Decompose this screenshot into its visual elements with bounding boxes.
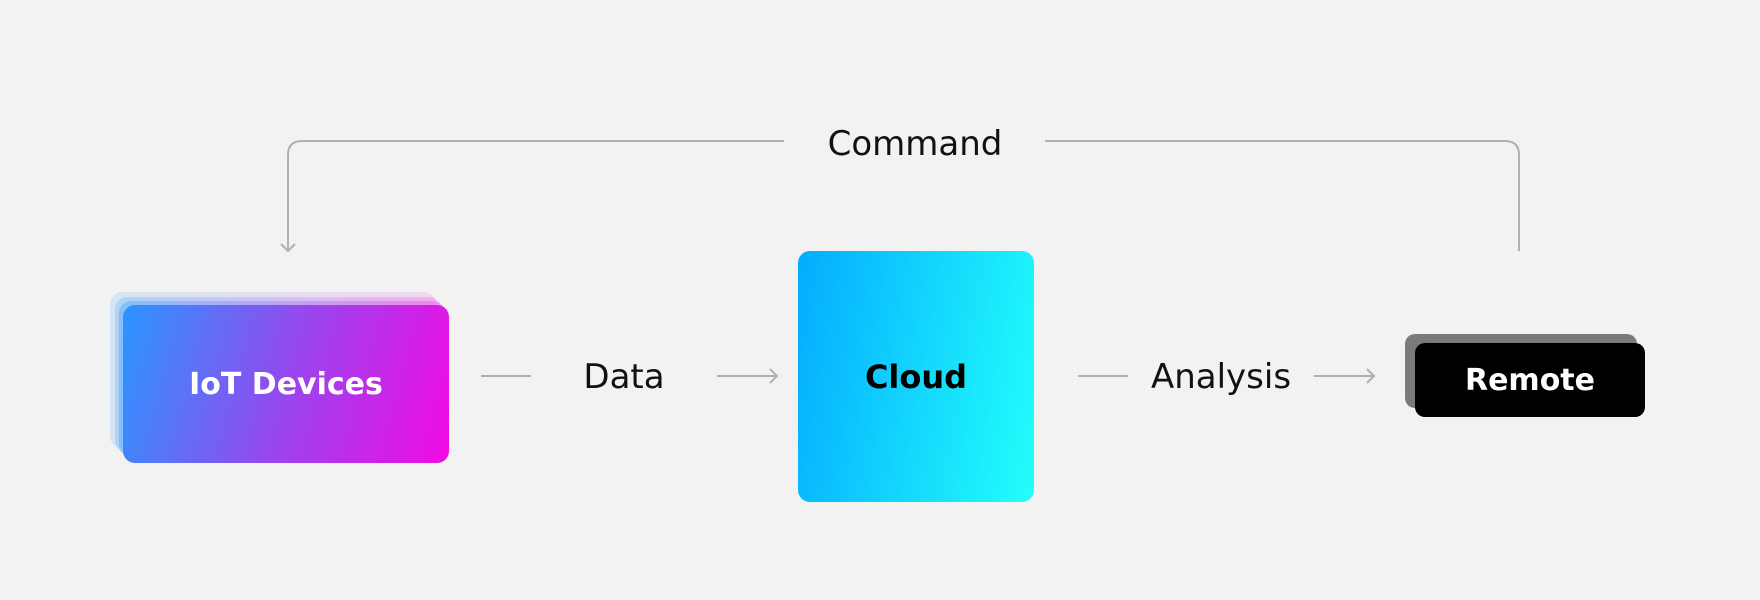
remote-node: Remote [1415, 343, 1645, 417]
analysis-label: Analysis [1144, 357, 1298, 397]
remote-label: Remote [1464, 362, 1595, 398]
cloud-label: Cloud [864, 357, 968, 396]
analysis-arrowhead [1366, 368, 1376, 384]
data-arrowhead [769, 368, 779, 384]
command-arrowhead [280, 243, 296, 253]
data-label: Data [577, 357, 671, 397]
command-label: Command [821, 124, 1009, 164]
iot-devices-node: IoT Devices [123, 305, 449, 463]
command-connector-left [287, 140, 784, 251]
cloud-node: Cloud [798, 251, 1034, 502]
iot-devices-label: IoT Devices [189, 366, 383, 402]
command-connector-right [1045, 140, 1520, 251]
